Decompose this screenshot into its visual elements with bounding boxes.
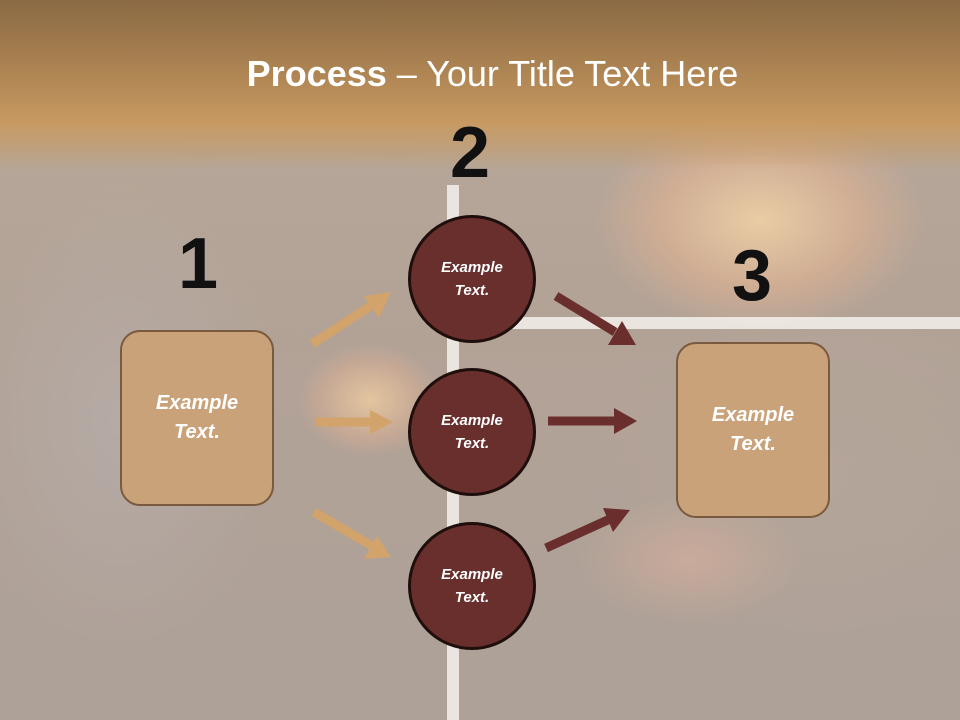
arrow-bottom-circle-to-box [544,508,630,553]
step-3-text-line2: Text. [730,433,776,455]
title-bold: Process [246,53,387,94]
right-arrows [544,292,637,553]
step-3-text-line1: Example [711,404,795,426]
circle-middle-line2: Text. [454,435,490,452]
arrow-box-to-middle-circle [315,410,393,434]
arrow-box-to-bottom-circle [311,508,391,559]
left-arrows [309,292,393,559]
step-1-text-line2: Text. [174,421,220,443]
circle-middle-line1: Example [441,412,503,429]
circle-bottom-line2: Text. [454,589,490,606]
arrow-top-circle-to-box [553,292,636,345]
step-number-3: 3 [732,236,773,316]
arrow-middle-circle-to-box [548,408,637,434]
step-1-text-line1: Example [155,392,239,414]
step-number-2: 2 [450,113,491,193]
circle-bottom-line1: Example [441,566,503,583]
step-number-1: 1 [178,224,219,304]
title-rest: – Your Title Text Here [386,53,739,94]
circle-top-line1: Example [441,259,503,276]
slide-title: Process – Your Title Text Here [0,52,960,96]
arrow-box-to-top-circle [309,292,391,348]
title-header-band [0,0,960,170]
circle-top-line2: Text. [454,282,490,299]
horizontal-divider-line [453,317,960,329]
